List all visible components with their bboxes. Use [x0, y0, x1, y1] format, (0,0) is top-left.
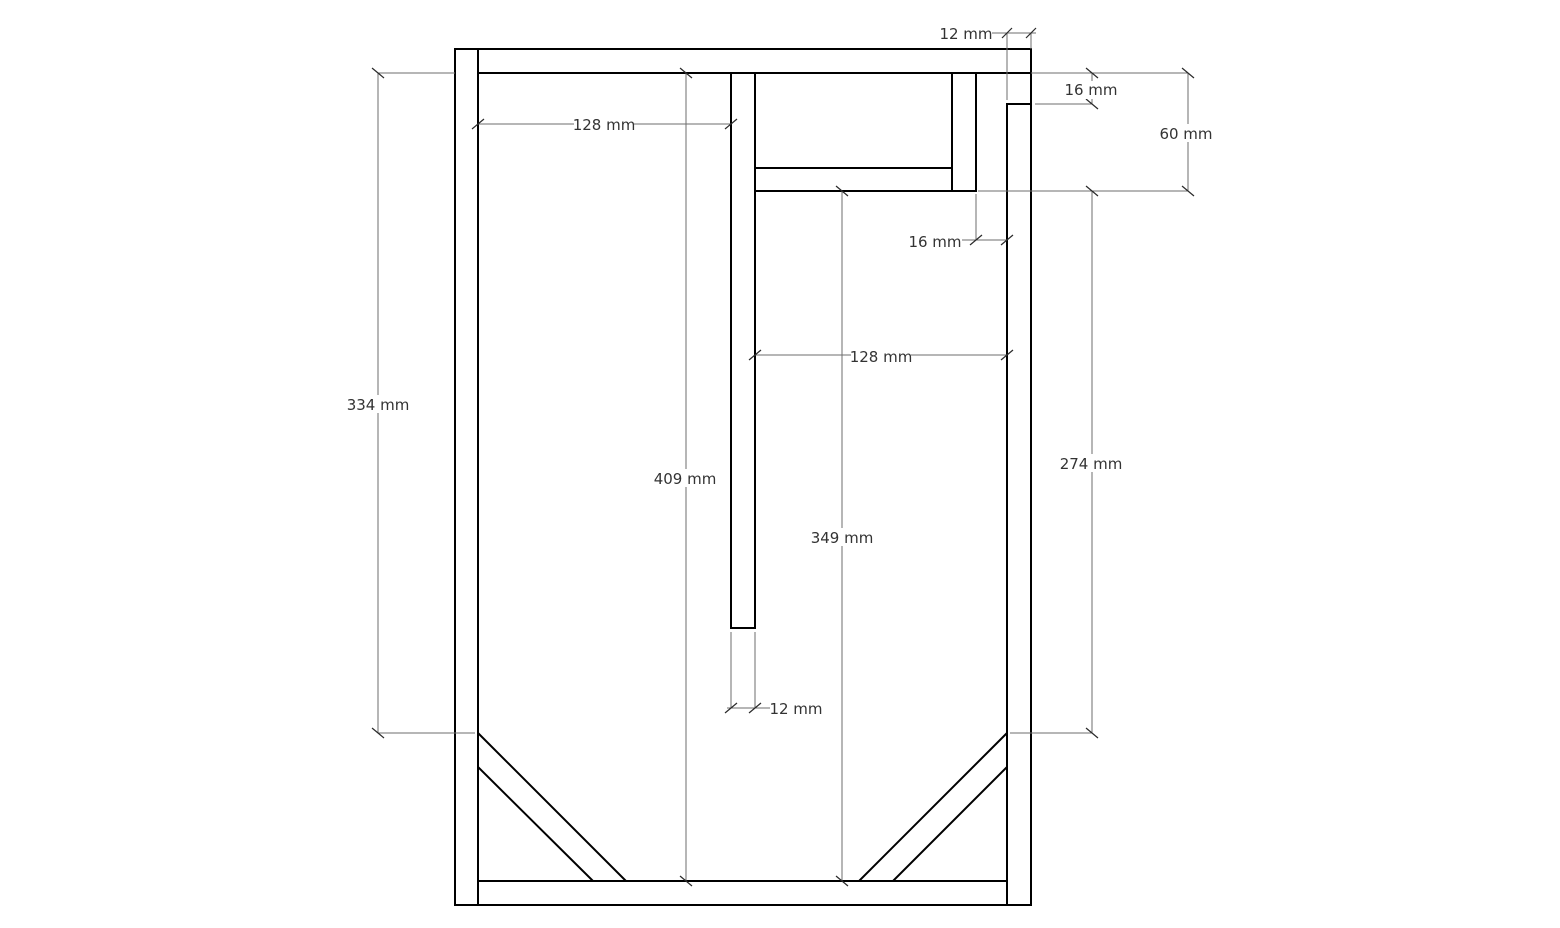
label-top-wall-thickness: 12 mm [939, 25, 992, 43]
label-port-gap: 16 mm [1064, 81, 1117, 99]
enclosure-panels [454, 48, 1032, 906]
vertical-divider-panel [730, 72, 756, 629]
right-wall-inner-edge [1006, 103, 1032, 906]
short-vertical-baffle [951, 72, 977, 192]
horizontal-shelf-panel [754, 167, 953, 192]
right-diagonal-brace [856, 730, 1008, 882]
label-divider-thickness: 12 mm [769, 700, 822, 718]
label-outer-side-height: 334 mm [347, 396, 410, 414]
label-port-wall-gap: 16 mm [908, 233, 961, 251]
label-divider-height: 409 mm [654, 470, 717, 488]
extension-lines [378, 33, 1188, 734]
dimension-labels: 12 mm 16 mm 60 mm 128 mm 16 mm 128 mm 33… [347, 24, 1214, 718]
outer-frame [454, 48, 1032, 906]
label-right-chamber-width: 128 mm [850, 348, 913, 366]
label-top-chamber-height: 60 mm [1159, 125, 1212, 143]
label-left-chamber-width: 128 mm [573, 116, 636, 134]
label-right-side-height: 274 mm [1060, 455, 1123, 473]
label-inner-height: 349 mm [811, 529, 874, 547]
left-diagonal-brace [477, 730, 629, 882]
tick-marks [371, 27, 1195, 887]
